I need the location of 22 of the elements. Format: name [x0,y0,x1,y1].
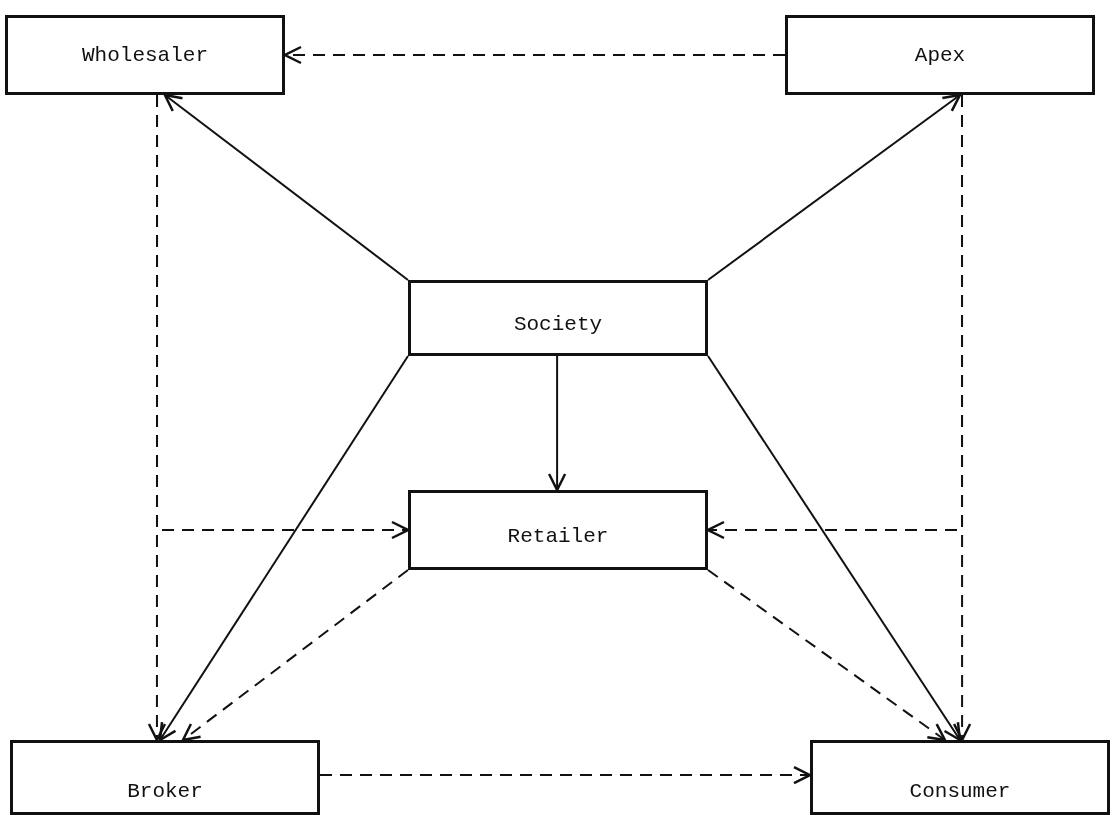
entity-box [810,740,1110,815]
arrow [707,355,962,742]
arrow [547,355,567,492]
node-label: Broker [127,780,203,803]
arrow [156,94,410,540]
arrow [319,765,812,785]
arrow [283,45,786,65]
arrow [163,93,409,281]
entity-box [408,490,708,570]
arrow [181,569,409,742]
node-label: Society [513,312,603,336]
node-label: Retailer [507,524,609,548]
node-label: Consumer [909,780,1011,803]
node-label: Wholesaler [82,43,208,67]
node-label: Apex [914,43,966,67]
entity-box [408,280,708,356]
entity-box [5,15,285,95]
entity-box [785,15,1095,95]
arrow [707,569,947,742]
entity-box [10,740,320,815]
arrow [707,93,962,281]
arrow [158,355,409,742]
